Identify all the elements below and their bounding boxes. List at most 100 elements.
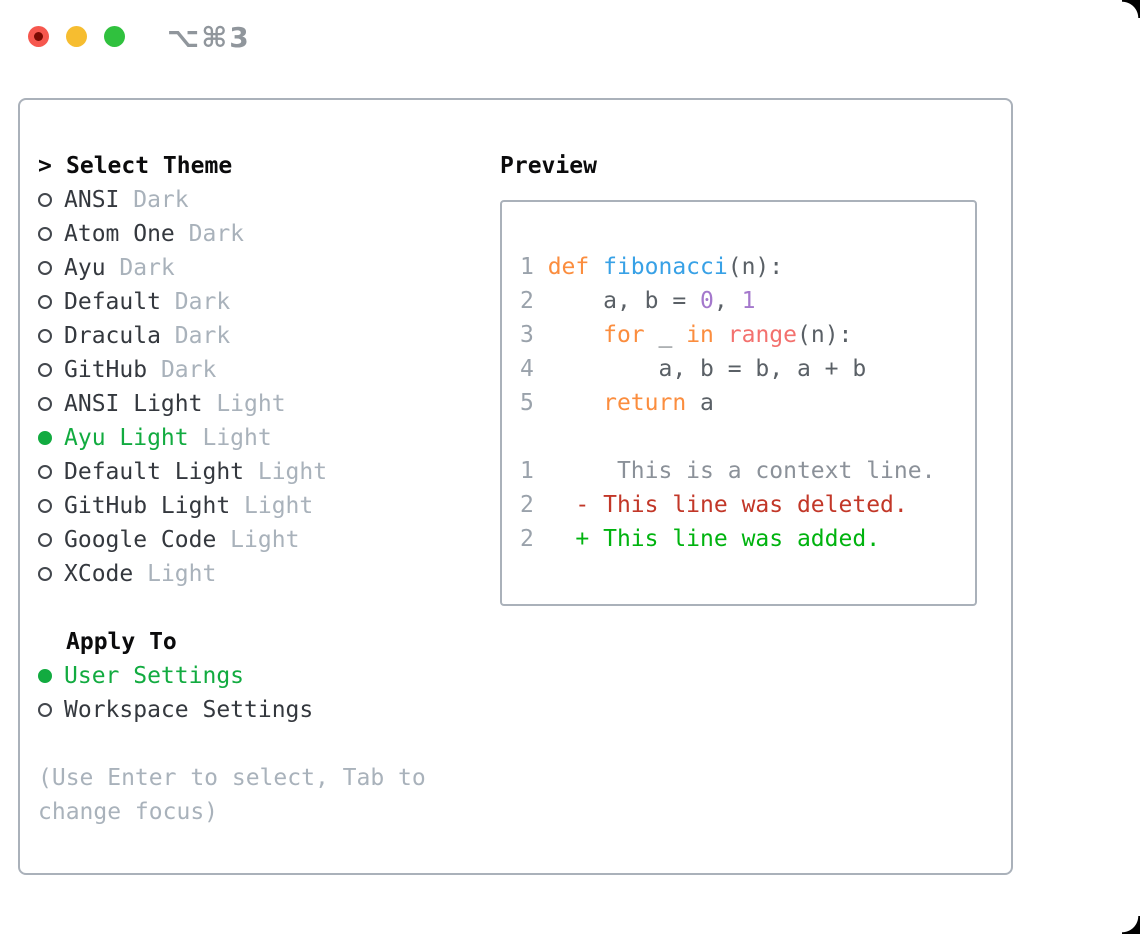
code-token: a, b = xyxy=(547,288,701,314)
theme-option-google-code[interactable]: Google Code Light xyxy=(38,523,426,557)
radio-icon xyxy=(38,295,52,309)
preview-section: Preview 1 def fibonacci(n):2 a, b = 0, 1… xyxy=(500,149,977,606)
code-token: return xyxy=(603,390,687,416)
code-token: _ xyxy=(644,322,687,348)
code-token xyxy=(548,322,603,348)
line-number: 2 xyxy=(520,526,534,552)
apply-option-label: User Settings xyxy=(64,663,245,689)
apply-option-user-settings[interactable]: User Settings xyxy=(38,659,426,693)
select-theme-title: Select Theme xyxy=(66,153,233,179)
hint-text-line-1: (Use Enter to select, Tab to xyxy=(38,765,426,791)
theme-name: XCode xyxy=(64,561,134,587)
theme-option-default-light[interactable]: Default Light Light xyxy=(38,455,426,489)
titlebar xyxy=(28,26,125,47)
theme-name: Dracula xyxy=(64,323,161,349)
preview-title: Preview xyxy=(500,153,597,179)
radio-icon xyxy=(38,329,52,343)
blank-code-row xyxy=(520,420,975,454)
theme-variant-badge: Dark xyxy=(119,187,189,213)
select-theme-heading-row: > Select Theme xyxy=(38,149,426,183)
theme-option-ansi-light[interactable]: ANSI Light Light xyxy=(38,387,426,421)
radio-icon xyxy=(38,703,52,717)
theme-name: Ayu Light xyxy=(64,425,189,451)
radio-icon xyxy=(38,193,52,207)
theme-name: Google Code xyxy=(64,527,217,553)
screen-corner-top-right xyxy=(1122,0,1140,18)
theme-option-ayu-light[interactable]: Ayu Light Light xyxy=(38,421,426,455)
code-token: in xyxy=(686,322,714,348)
code-line: 3 for _ in range(n): xyxy=(520,318,975,352)
theme-name: Default Light xyxy=(64,459,245,485)
code-token xyxy=(548,390,603,416)
theme-name: Default xyxy=(64,289,161,315)
line-number: 2 xyxy=(520,288,548,314)
code-token: (n): xyxy=(797,322,853,348)
theme-name: Ayu xyxy=(64,255,106,281)
code-token: range xyxy=(727,322,797,348)
theme-name: ANSI xyxy=(64,187,120,213)
radio-selected-icon xyxy=(38,431,52,445)
code-line: 2 a, b = 0, 1 xyxy=(520,284,975,318)
zoom-button[interactable] xyxy=(104,26,125,47)
theme-variant-badge: Dark xyxy=(105,255,175,281)
apply-option-label: Workspace Settings xyxy=(64,697,314,723)
diff-preview: 1 This is a context line.2 - This line w… xyxy=(520,454,975,556)
diff-line-deleted: 2 - This line was deleted. xyxy=(520,488,975,522)
diff-line-context: 1 This is a context line. xyxy=(520,454,975,488)
diff-text: This is a context line. xyxy=(533,458,936,484)
theme-variant-badge: Light xyxy=(133,561,217,587)
theme-option-atom-one[interactable]: Atom One Dark xyxy=(38,217,426,251)
theme-variant-badge: Dark xyxy=(147,357,217,383)
window-title-shortcut: ⌥⌘3 xyxy=(167,21,251,54)
theme-option-github-light[interactable]: GitHub Light Light xyxy=(38,489,426,523)
apply-to-heading-row: Apply To xyxy=(38,625,426,659)
diff-text: + This line was added. xyxy=(533,526,881,552)
theme-name: Atom One xyxy=(64,221,175,247)
code-token: a, b = b, a + b xyxy=(547,356,867,382)
theme-variant-badge: Dark xyxy=(160,289,231,315)
theme-name: GitHub Light xyxy=(64,493,231,519)
radio-icon xyxy=(38,227,52,241)
close-button-dot-icon xyxy=(34,32,43,41)
theme-variant-badge: Light xyxy=(188,425,272,451)
code-token: for xyxy=(603,322,645,348)
line-number: 1 xyxy=(520,458,534,484)
theme-name: GitHub xyxy=(64,357,148,383)
line-number: 3 xyxy=(520,322,548,348)
theme-variant-badge: Light xyxy=(244,459,328,485)
code-line: 5 return a xyxy=(520,386,975,420)
blank-row xyxy=(38,727,426,761)
theme-option-ayu[interactable]: Ayu Dark xyxy=(38,251,426,285)
close-button[interactable] xyxy=(28,26,49,47)
prompt-icon: > xyxy=(38,153,52,179)
radio-icon xyxy=(38,261,52,275)
theme-option-github[interactable]: GitHub Dark xyxy=(38,353,426,387)
apply-option-workspace-settings[interactable]: Workspace Settings xyxy=(38,693,426,727)
code-token: fibonacci xyxy=(603,254,728,280)
blank-row xyxy=(38,591,426,625)
theme-option-xcode[interactable]: XCode Light xyxy=(38,557,426,591)
theme-variant-badge: Light xyxy=(230,493,314,519)
radio-icon xyxy=(38,567,52,581)
radio-icon xyxy=(38,363,52,377)
hint-text-line-2: change focus) xyxy=(38,799,219,825)
radio-icon xyxy=(38,533,52,547)
theme-option-default[interactable]: Default Dark xyxy=(38,285,426,319)
theme-variant-badge: Dark xyxy=(160,323,231,349)
line-number: 5 xyxy=(520,390,548,416)
minimize-button[interactable] xyxy=(66,26,87,47)
theme-option-ansi[interactable]: ANSI Dark xyxy=(38,183,426,217)
radio-icon xyxy=(38,397,52,411)
line-number: 1 xyxy=(520,254,548,280)
code-token: (n): xyxy=(727,254,784,280)
code-token: def xyxy=(547,254,604,280)
theme-option-dracula[interactable]: Dracula Dark xyxy=(38,319,426,353)
code-line: 4 a, b = b, a + b xyxy=(520,352,975,386)
theme-variant-badge: Light xyxy=(202,391,286,417)
screen-corner-bottom-right xyxy=(1122,916,1140,934)
